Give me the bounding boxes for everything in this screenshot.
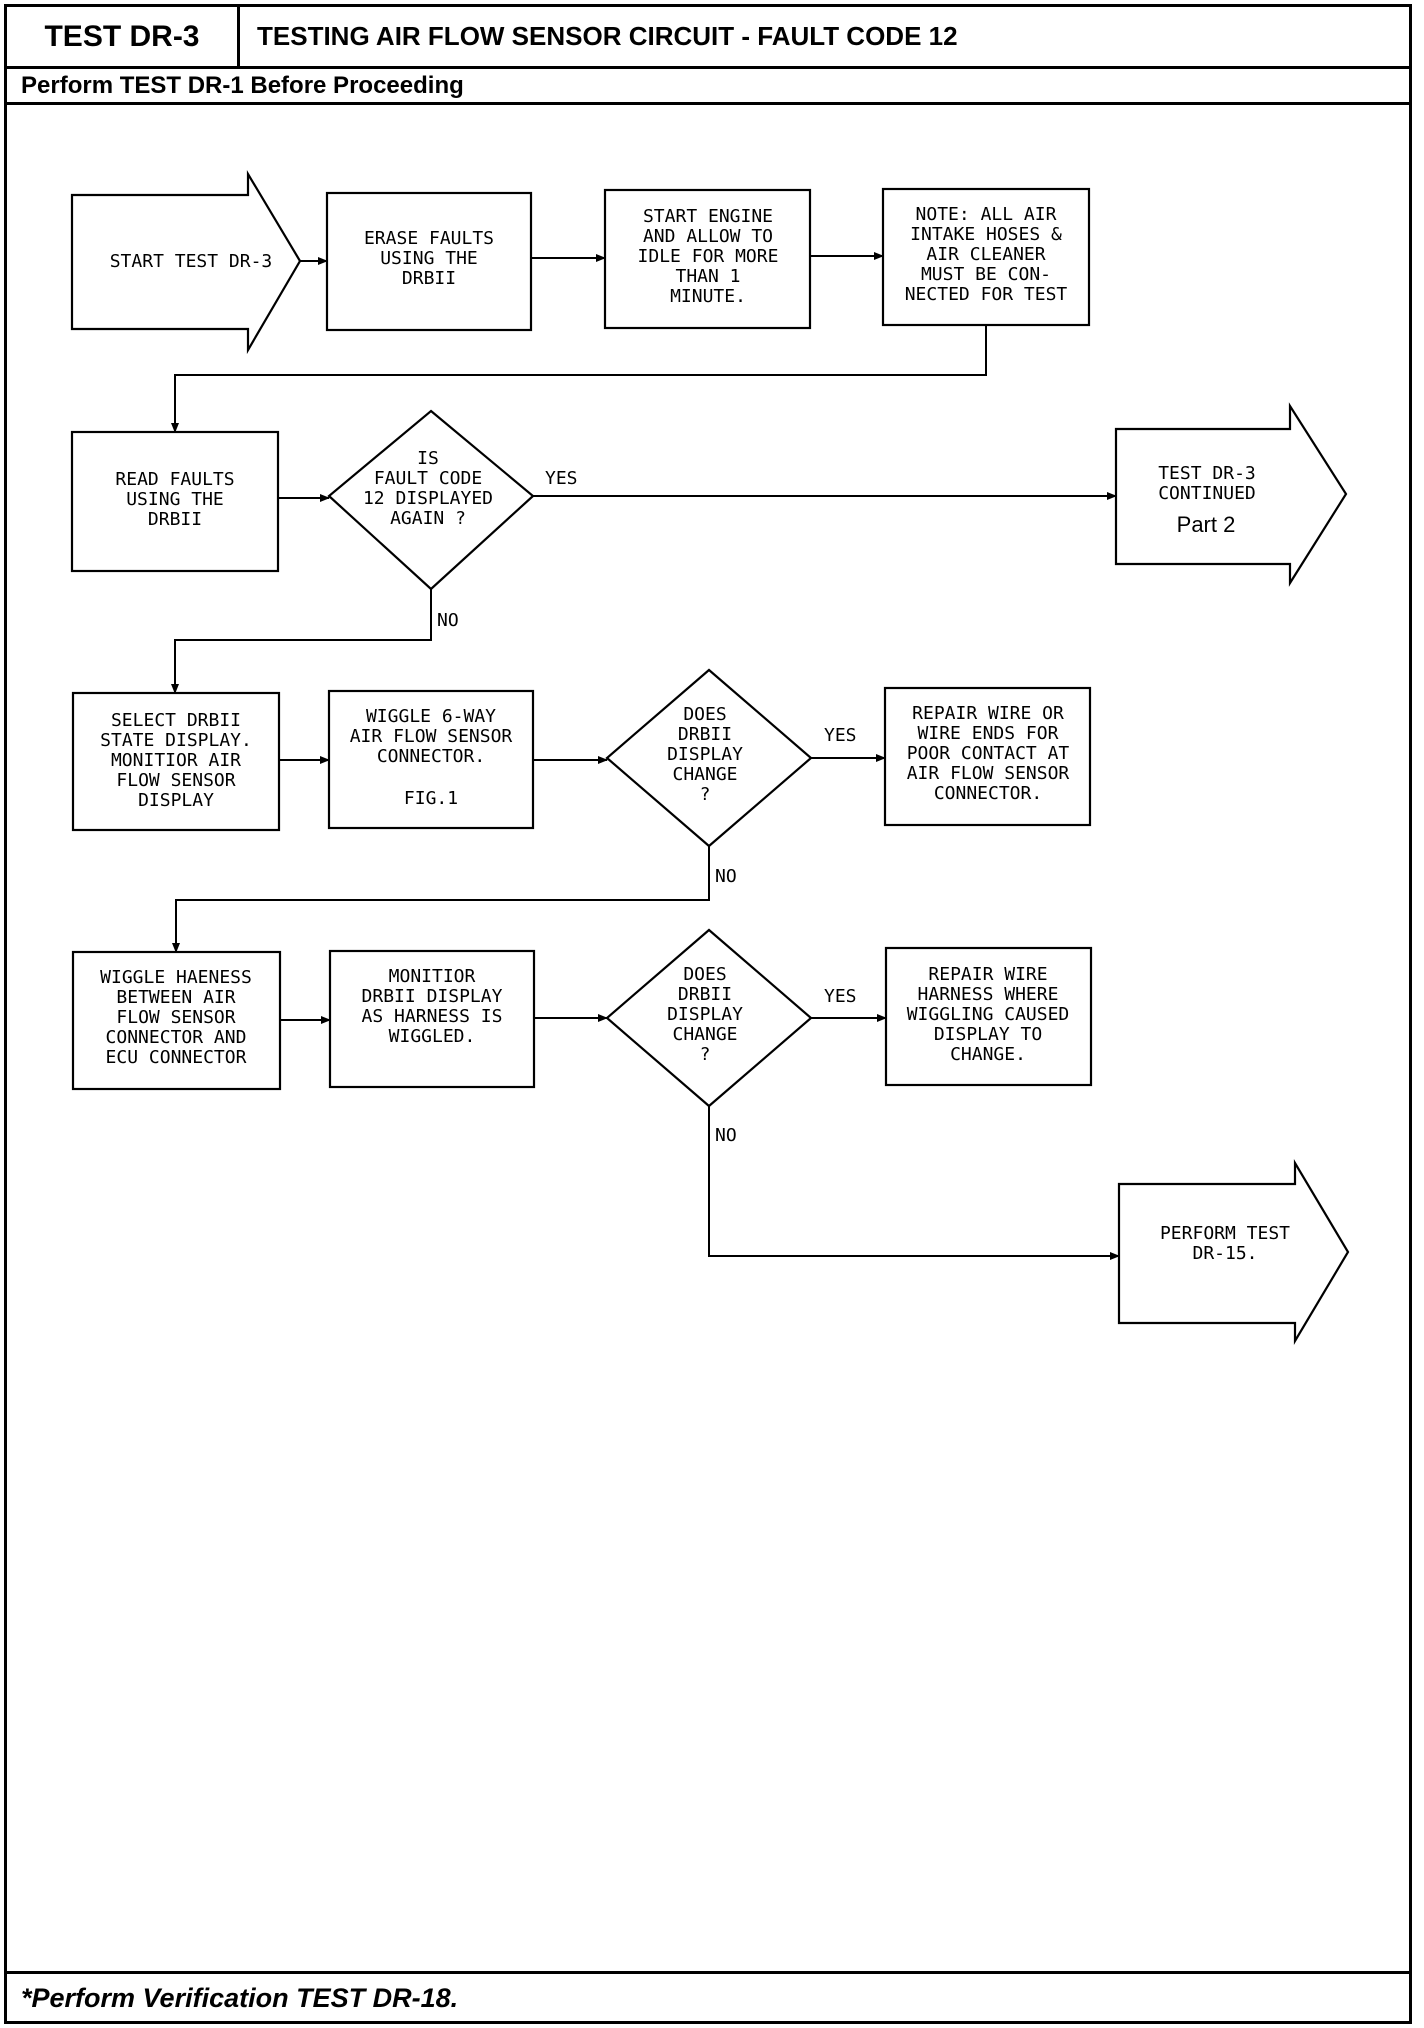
continued-arrow-shape (1114, 402, 1348, 587)
connector-decision1-harness (172, 846, 710, 953)
start-engine-box (603, 188, 812, 330)
erase-faults-box (325, 191, 533, 332)
repair-harness-box (884, 946, 1093, 1087)
test-sheet: TEST DR-3 TESTING AIR FLOW SENSOR CIRCUI… (4, 4, 1412, 2024)
test-id: TEST DR-3 (7, 7, 240, 66)
wiggle-6way-fig-label: FIG.1 (404, 788, 458, 809)
wiggle-harness-box (71, 950, 282, 1091)
yes-label-1: YES (545, 468, 578, 489)
test-title: TESTING AIR FLOW SENSOR CIRCUIT - FAULT … (257, 21, 958, 51)
yes-label-2: YES (824, 725, 857, 746)
verification-note: *Perform Verification TEST DR-18. (21, 1983, 459, 2013)
no-label-3: NO (715, 1125, 737, 1146)
yes-label-3: YES (824, 986, 857, 1007)
connector-decision-select (171, 589, 432, 694)
continued-part-label: Part 2 (1177, 512, 1236, 537)
read-faults-box (70, 430, 280, 573)
repair-wire-box (883, 686, 1092, 827)
prerequisite-note: Perform TEST DR-1 Before Proceeding (21, 72, 464, 99)
header-row: TEST DR-3 TESTING AIR FLOW SENSOR CIRCUI… (7, 7, 1409, 69)
no-label-2: NO (715, 866, 737, 887)
monitor-display-box (328, 949, 536, 1089)
connector-decision2-dr15 (708, 1106, 1120, 1260)
no-label-1: NO (437, 610, 459, 631)
subheader-row: Perform TEST DR-1 Before Proceeding (7, 69, 1409, 105)
perform-dr15-arrow-shape (1117, 1159, 1350, 1345)
start-arrow-shape (70, 170, 302, 355)
connector-note-read (171, 325, 987, 433)
footer: *Perform Verification TEST DR-18. (7, 1971, 1409, 2021)
start-label: START TEST DR-3 (110, 251, 273, 272)
select-drbii-box (71, 691, 281, 832)
